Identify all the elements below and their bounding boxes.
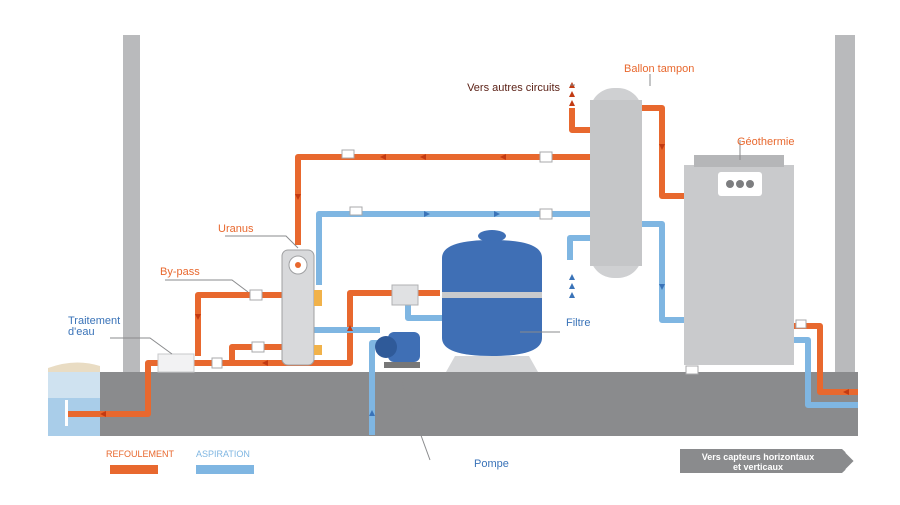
pipe-autres-blue [567, 235, 592, 260]
pool [48, 362, 100, 436]
legend: REFOULEMENT ASPIRATION [106, 449, 254, 474]
right-wall [835, 35, 855, 375]
label-traitement-2: d'eau [68, 326, 95, 338]
traitement-box [157, 353, 195, 373]
callout-line1: Vers capteurs horizontaux [702, 452, 815, 462]
pipe-ballon-geo [640, 105, 684, 199]
flow-arrows-orange [100, 82, 849, 417]
pipe-autres-orange [569, 108, 592, 133]
filtre-unit [442, 230, 542, 372]
pipe-blue-top [316, 211, 592, 285]
flow-arrows-blue [369, 211, 665, 416]
label-pompe: Pompe [474, 458, 509, 470]
label-filtre: Filtre [566, 317, 590, 329]
legend-aspiration-swatch [196, 465, 254, 474]
label-bypass: By-pass [160, 266, 200, 278]
label-vers-autres-circuits: Vers autres circuits [467, 82, 560, 94]
label-traitement-1: Traitement [68, 315, 120, 327]
callout-lines [110, 74, 741, 461]
pipe-ballon-geo-blue [640, 221, 684, 323]
pipe-fittings [211, 149, 807, 375]
ballon-tampon [590, 88, 642, 278]
legend-refoulement-swatch [110, 465, 158, 474]
pompe-unit [375, 332, 420, 368]
geothermie-unit [684, 155, 794, 365]
label-geothermie: Géothermie [737, 136, 794, 148]
pipe-top-return [295, 154, 592, 245]
filter-valve [391, 284, 419, 306]
pipe-pool-return [68, 360, 160, 417]
callout-line2: et verticaux [733, 462, 783, 472]
left-wall [123, 35, 140, 375]
capteurs-callout: Vers capteurs horizontaux et verticaux [680, 449, 857, 473]
pipe-pump-filter [405, 300, 446, 321]
pipe-geo-capteurs-blue [792, 337, 858, 408]
aspiration-pipes [314, 211, 858, 435]
label-ballon-tampon: Ballon tampon [624, 63, 694, 75]
label-uranus: Uranus [218, 223, 254, 235]
uranus-unit [281, 249, 322, 366]
ground [100, 372, 858, 436]
legend-aspiration-label: ASPIRATION [196, 449, 250, 459]
legend-refoulement-label: REFOULEMENT [106, 449, 175, 459]
